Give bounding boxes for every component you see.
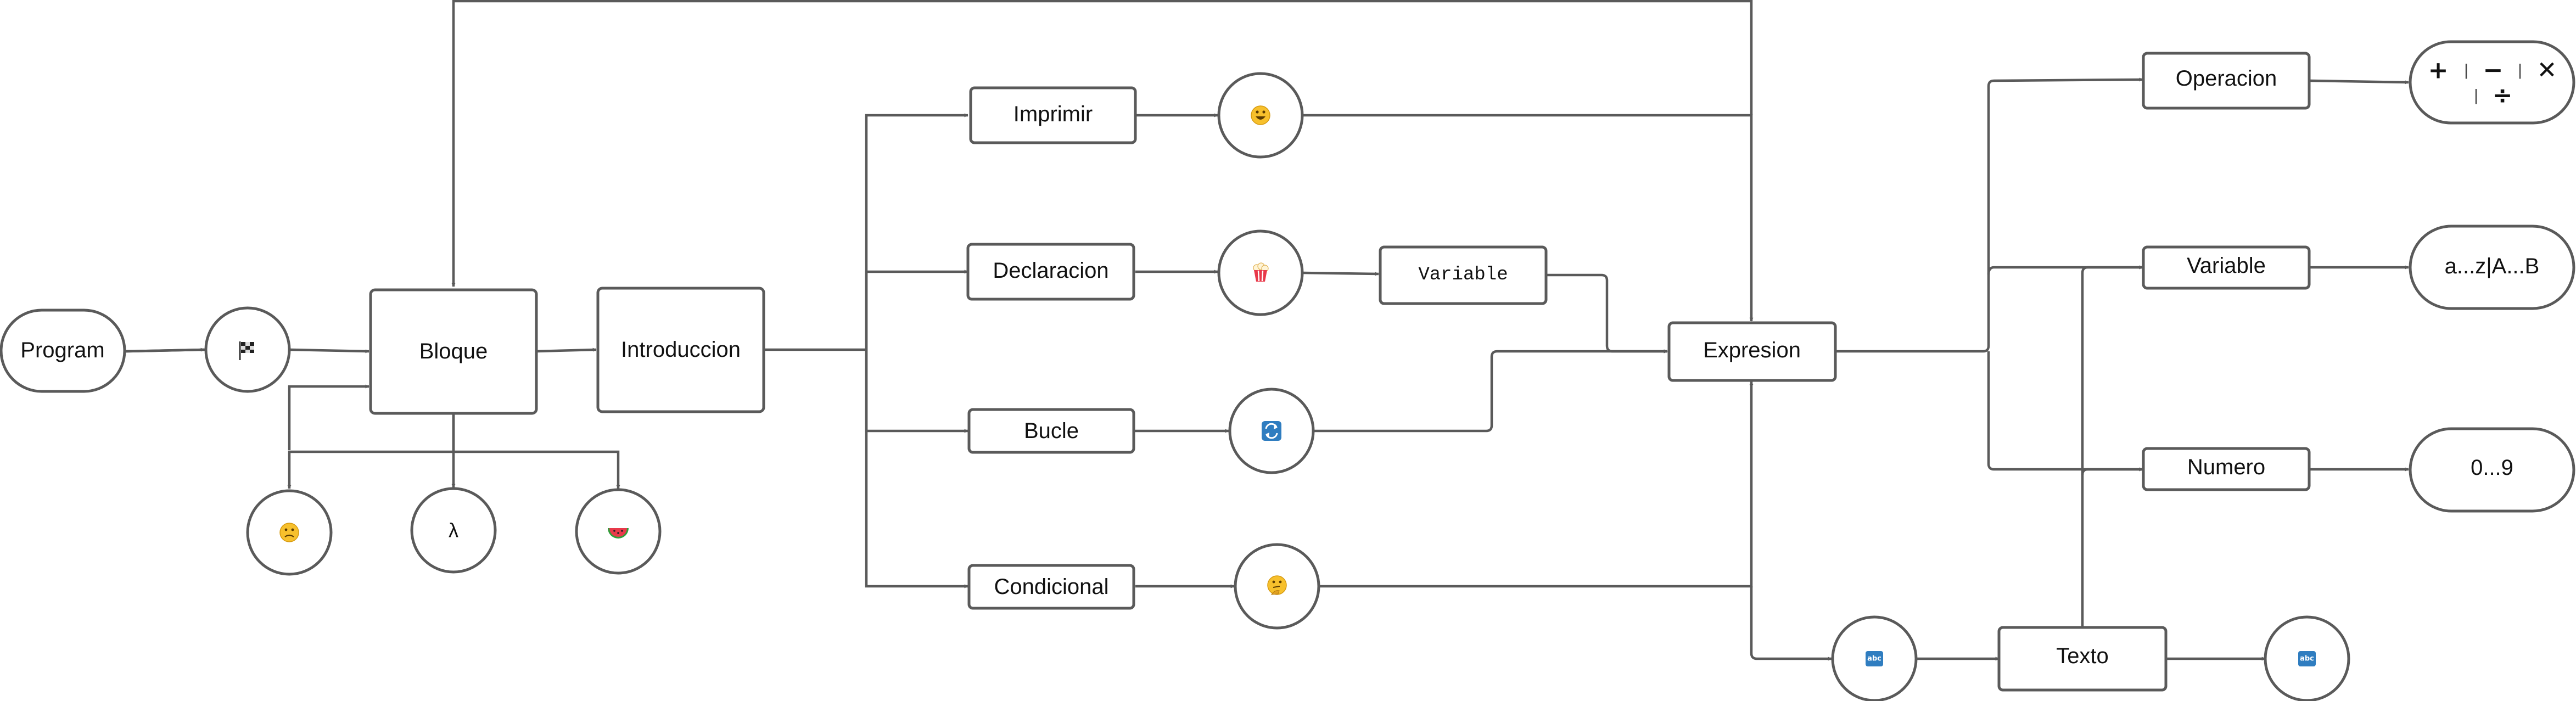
node-watermelon[interactable] <box>575 488 662 575</box>
node-sad-face[interactable] <box>246 489 333 576</box>
nodes: Program Bloque <box>0 40 2575 701</box>
node-operators[interactable]: + | − | ✕ | ÷ <box>2409 40 2575 125</box>
node-bloque[interactable]: Bloque <box>369 288 538 415</box>
grinning-face-icon <box>1251 105 1270 125</box>
node-bloque-label: Bloque <box>419 339 488 363</box>
arrow-to-bucle <box>865 350 968 433</box>
connector-expresion-trunk <box>1835 345 1990 353</box>
arrow-operacion-ops <box>2310 79 2409 85</box>
node-imprimir[interactable]: Imprimir <box>969 86 1137 144</box>
node-variable-type[interactable]: Variable <box>1379 245 1548 305</box>
node-bucle-label: Bucle <box>1024 419 1079 443</box>
abc-icon: abc <box>1866 651 1883 666</box>
arrow-bloque-sad <box>287 413 455 489</box>
node-abc-in[interactable]: abc <box>1831 615 1918 701</box>
node-lambda-label: λ <box>449 519 458 542</box>
arrow-thinking-expresion <box>1319 381 1754 588</box>
node-texto[interactable]: Texto <box>1997 626 2168 692</box>
arrow-grin-expresion <box>1303 114 1754 322</box>
node-grinning-face[interactable] <box>1217 72 1304 159</box>
arrow-program-start <box>126 347 205 353</box>
arrow-start-bloque <box>289 348 369 354</box>
node-variable-label: Variable <box>2187 254 2266 278</box>
arrow-variable-expresion <box>1546 273 1668 354</box>
node-popcorn[interactable] <box>1217 229 1304 316</box>
operator-divide: ÷ <box>2493 82 2513 110</box>
arrow-expresion-numero <box>1987 351 2143 472</box>
node-texto-label: Texto <box>2056 644 2109 668</box>
node-program-label: Program <box>20 338 104 362</box>
arrow-to-imprimir <box>865 113 968 350</box>
node-loop[interactable] <box>1228 388 1315 474</box>
popcorn-icon <box>1253 262 1269 282</box>
svg-text:abc: abc <box>2300 655 2314 663</box>
node-letters-label: a...z|A...B <box>2445 254 2540 278</box>
node-numero[interactable]: Numero <box>2142 447 2311 491</box>
node-operacion-label: Operacion <box>2176 66 2277 91</box>
operator-plus: + <box>2428 57 2449 85</box>
node-numero-label: Numero <box>2187 455 2265 479</box>
operator-separator: | <box>2518 61 2522 80</box>
operator-separator: | <box>2474 87 2478 105</box>
node-start-flag[interactable] <box>204 306 291 393</box>
checkered-flag-icon <box>239 341 254 360</box>
slightly-frowning-face-icon <box>279 523 299 542</box>
arrow-expresion-variable <box>1987 265 2143 275</box>
node-expresion-label: Expresion <box>1703 338 1801 362</box>
node-thinking-face[interactable] <box>1234 543 1320 630</box>
node-variable-type-label: Variable <box>1418 265 1508 285</box>
node-condicional-label: Condicional <box>994 575 1108 599</box>
arrow-to-declaracion <box>865 270 968 350</box>
node-condicional[interactable]: Condicional <box>967 564 1135 610</box>
node-digits-label: 0...9 <box>2471 456 2513 480</box>
node-abc-out[interactable]: abc <box>2264 615 2350 701</box>
node-lambda[interactable]: λ <box>410 487 497 574</box>
node-declaracion[interactable]: Declaracion <box>966 243 1135 301</box>
node-introduccion-label: Introduccion <box>621 338 741 362</box>
repeat-arrows-icon <box>1262 421 1281 441</box>
connectors <box>125 0 2409 661</box>
node-declaracion-label: Declaracion <box>993 259 1108 283</box>
arrow-loop-to-bloque <box>451 0 1753 287</box>
operator-times: ✕ <box>2537 57 2557 85</box>
node-expresion[interactable]: Expresion <box>1667 321 1837 382</box>
node-variable[interactable]: Variable <box>2142 245 2311 290</box>
arrow-bloque-watermelon <box>453 450 620 489</box>
thinking-face-icon <box>1267 575 1287 595</box>
node-imprimir-label: Imprimir <box>1013 102 1093 126</box>
node-bucle[interactable]: Bucle <box>967 408 1135 454</box>
arrow-texto-variable <box>2081 265 2143 627</box>
arrow-popcorn-variable <box>1302 271 1379 276</box>
node-program[interactable]: Program <box>0 309 126 393</box>
arrow-expresion-operacion <box>1987 77 2143 346</box>
arrow-to-condicional <box>865 350 968 588</box>
operator-minus: − <box>2483 57 2504 85</box>
node-digits[interactable]: 0...9 <box>2409 427 2575 513</box>
svg-text:abc: abc <box>1867 655 1881 663</box>
watermelon-icon <box>608 528 629 539</box>
arrow-loopback-bloque <box>288 384 369 450</box>
arrow-bloque-introduccion <box>535 347 597 353</box>
arrow-expresion-abc <box>1750 586 1832 661</box>
node-letters[interactable]: a...z|A...B <box>2409 225 2575 310</box>
node-operacion[interactable]: Operacion <box>2142 52 2311 110</box>
abc-icon: abc <box>2298 651 2316 666</box>
node-introduccion[interactable]: Introduccion <box>596 287 765 413</box>
arrow-loop-expresion <box>1314 349 1668 433</box>
operator-separator: | <box>2464 61 2468 80</box>
